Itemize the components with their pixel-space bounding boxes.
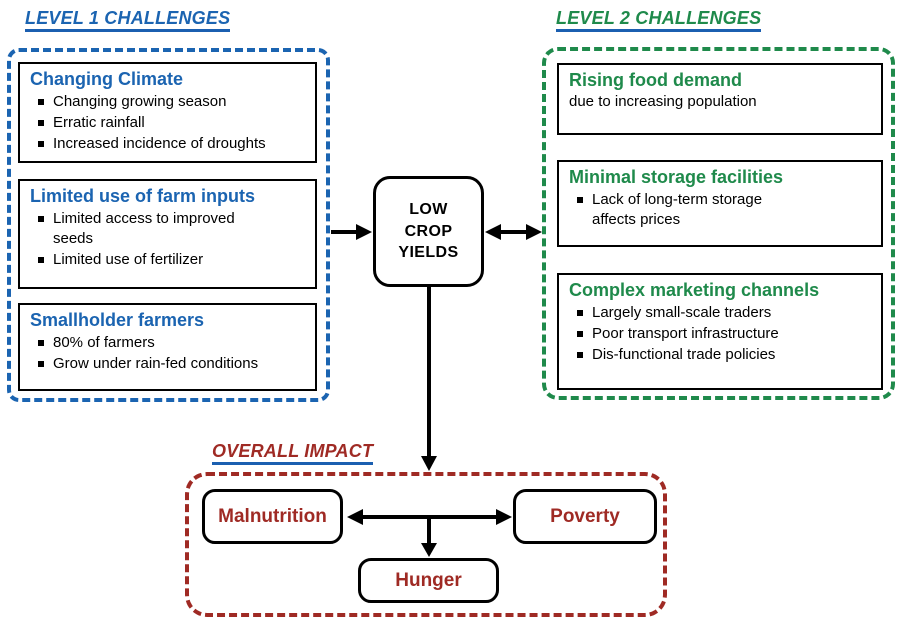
poverty-label: Poverty bbox=[550, 505, 620, 527]
farm-inputs-box: Limited use of farm inputs Limited acces… bbox=[18, 179, 317, 289]
changing-climate-list: Changing growing season Erratic rainfall… bbox=[30, 92, 307, 154]
list-item: Erratic rainfall bbox=[37, 113, 307, 133]
hunger-label: Hunger bbox=[395, 569, 462, 591]
rising-food-demand-note: due to increasing population bbox=[569, 93, 757, 110]
low-crop-yields-node: LOW CROP YIELDS bbox=[373, 176, 484, 287]
list-item: Poor transport infrastructure bbox=[576, 324, 873, 344]
impact-group-border bbox=[185, 472, 667, 617]
arrow-level1-to-center bbox=[331, 224, 372, 240]
storage-facilities-title: Minimal storage facilities bbox=[569, 167, 784, 187]
list-item: Dis-functional trade policies bbox=[576, 345, 873, 365]
smallholder-farmers-list: 80% of farmers Grow under rain-fed condi… bbox=[30, 333, 307, 374]
farm-inputs-title: Limited use of farm inputs bbox=[30, 186, 256, 206]
rising-food-demand-title: Rising food demand bbox=[569, 70, 742, 90]
level1-header: LEVEL 1 CHALLENGES bbox=[25, 8, 231, 32]
malnutrition-label: Malnutrition bbox=[218, 505, 327, 527]
level1-group-border bbox=[7, 48, 330, 402]
poverty-node: Poverty bbox=[513, 489, 657, 544]
rising-food-demand-box: Rising food demand due to increasing pop… bbox=[557, 63, 883, 135]
smallholder-farmers-box: Smallholder farmers 80% of farmers Grow … bbox=[18, 303, 317, 391]
arrow-center-to-impact bbox=[421, 287, 437, 471]
label-line: CROP bbox=[404, 222, 453, 240]
farm-inputs-list: Limited access to improved seeds Limited… bbox=[30, 209, 307, 270]
marketing-channels-list: Largely small-scale traders Poor transpo… bbox=[569, 303, 873, 365]
storage-facilities-box: Minimal storage facilities Lack of long-… bbox=[557, 160, 883, 247]
level2-group-border bbox=[542, 47, 895, 400]
list-item: Changing growing season bbox=[37, 92, 307, 112]
changing-climate-title: Changing Climate bbox=[30, 69, 184, 89]
changing-climate-box: Changing Climate Changing growing season… bbox=[18, 62, 317, 163]
arrow-center-level2-double bbox=[485, 224, 542, 240]
list-item: 80% of farmers bbox=[37, 333, 307, 353]
level2-header: LEVEL 2 CHALLENGES bbox=[556, 8, 762, 32]
storage-facilities-list: Lack of long-term storage affects prices bbox=[569, 190, 873, 230]
list-item: Largely small-scale traders bbox=[576, 303, 873, 323]
list-item: Limited access to improved seeds bbox=[37, 209, 265, 249]
smallholder-farmers-title: Smallholder farmers bbox=[30, 310, 205, 330]
list-item: Increased incidence of droughts bbox=[37, 134, 307, 154]
label-line: LOW bbox=[409, 201, 448, 219]
low-crop-yields-label: LOW CROP YIELDS bbox=[398, 199, 458, 264]
marketing-channels-box: Complex marketing channels Largely small… bbox=[557, 273, 883, 390]
list-item: Lack of long-term storage affects prices bbox=[576, 190, 808, 230]
list-item: Grow under rain-fed conditions bbox=[37, 354, 307, 374]
list-item: Limited use of fertilizer bbox=[37, 250, 265, 270]
marketing-channels-title: Complex marketing channels bbox=[569, 280, 820, 300]
label-line: YIELDS bbox=[398, 244, 459, 262]
malnutrition-node: Malnutrition bbox=[202, 489, 343, 544]
overall-impact-header: OVERALL IMPACT bbox=[212, 441, 374, 465]
hunger-node: Hunger bbox=[358, 558, 499, 603]
